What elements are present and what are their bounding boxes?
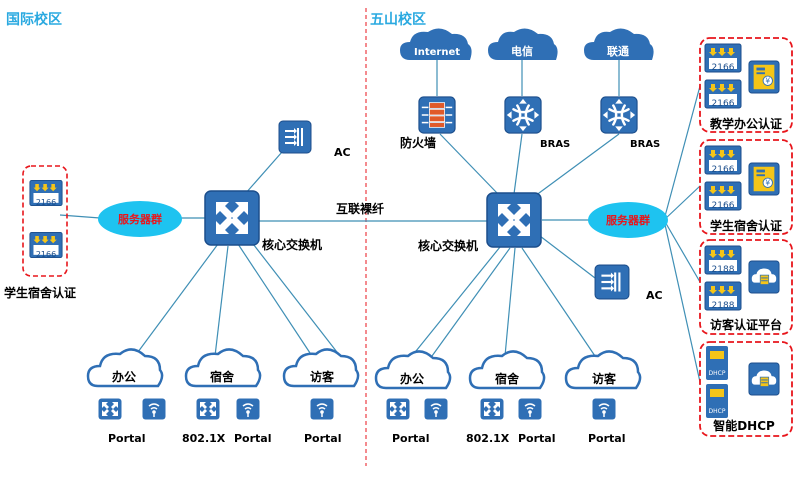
auth-system-dhcp: DHCP DHCP 智能DHCP bbox=[699, 341, 793, 437]
group-label: 办公 bbox=[112, 369, 136, 384]
intl-core-label: 核心交换机 bbox=[262, 237, 322, 252]
access-switch-icon bbox=[386, 398, 410, 420]
group-label: 宿舍 bbox=[495, 371, 520, 386]
unicom-cloud: 联通 bbox=[584, 28, 654, 60]
cloud-server-icon bbox=[748, 260, 780, 294]
wushan-server-group: 服务器群 bbox=[588, 202, 668, 238]
intl-ac-label: AC bbox=[334, 146, 351, 159]
interconnect-label: 互联裸纤 bbox=[336, 201, 384, 216]
wushan-group-dorm: 宿舍 802.1X Portal bbox=[466, 350, 556, 445]
internet-cloud: Internet bbox=[400, 28, 472, 60]
auth-label: Portal bbox=[392, 432, 430, 445]
server-badge: 2166 bbox=[712, 63, 735, 73]
intl-ac-icon bbox=[278, 120, 312, 154]
bras-label: BRAS bbox=[630, 139, 660, 150]
wushan-server-group-label: 服务器群 bbox=[606, 213, 650, 227]
intl-student-auth-title: 学生宿舍认证 bbox=[4, 285, 76, 300]
access-switch-icon bbox=[480, 398, 504, 420]
auth-label: Portal bbox=[588, 432, 626, 445]
server-badge: 2166 bbox=[36, 198, 56, 207]
firewall-label: 防火墙 bbox=[400, 135, 436, 150]
auth-system-teaching: 2166 2166 教学办公认证 bbox=[699, 37, 793, 133]
server-badge: 2166 bbox=[712, 99, 735, 109]
intl-group-visitor: 访客 Portal bbox=[282, 348, 360, 445]
wushan-ac-icon bbox=[594, 264, 630, 300]
auth-system-title: 学生宿舍认证 bbox=[710, 218, 782, 233]
router-icon bbox=[504, 96, 542, 134]
wireless-ap-icon bbox=[592, 398, 616, 420]
access-switch-icon bbox=[196, 398, 220, 420]
auth-label: Portal bbox=[108, 432, 146, 445]
intl-campus-label: 国际校区 bbox=[6, 11, 62, 28]
auth-system-title: 智能DHCP bbox=[712, 418, 775, 433]
auth-system-visitor: 2188 2188 访客认证平台 bbox=[699, 239, 793, 335]
group-label: 办公 bbox=[400, 371, 424, 386]
cloud-label: Internet bbox=[414, 47, 460, 58]
group-label: 宿舍 bbox=[210, 369, 235, 384]
server-badge: 2166 bbox=[712, 201, 735, 211]
wireless-ap-icon bbox=[142, 398, 166, 420]
firewall-icon bbox=[418, 96, 456, 134]
wushan-ac-label: AC bbox=[646, 289, 663, 302]
intl-student-auth-box: 2166 2166 bbox=[22, 165, 68, 277]
intl-core-switch-icon bbox=[204, 190, 260, 246]
auth-label: 802.1X bbox=[182, 432, 226, 445]
server-badge: 2188 bbox=[712, 301, 735, 311]
wushan-campus-label: 五山校区 bbox=[370, 11, 426, 28]
group-label: 访客 bbox=[592, 371, 617, 386]
server-badge: 2188 bbox=[712, 265, 735, 275]
wireless-ap-icon bbox=[518, 398, 542, 420]
server-badge: 2166 bbox=[712, 165, 735, 175]
access-switch-icon bbox=[98, 398, 122, 420]
intl-server-group-label: 服务器群 bbox=[118, 212, 162, 226]
intl-group-dorm: 宿舍 802.1X Portal bbox=[182, 348, 272, 445]
wireless-ap-icon bbox=[310, 398, 334, 420]
cloud-server-icon bbox=[748, 362, 780, 396]
wushan-group-office: 办公 Portal bbox=[374, 350, 452, 445]
wushan-core-label: 核心交换机 bbox=[418, 238, 478, 253]
auth-label: Portal bbox=[234, 432, 272, 445]
auth-label: Portal bbox=[518, 432, 556, 445]
intl-server-group: 服务器群 bbox=[98, 201, 182, 237]
cloud-label: 联通 bbox=[607, 44, 629, 58]
cloud-label: 电信 bbox=[511, 44, 533, 58]
server-badge: 2166 bbox=[36, 250, 56, 259]
auth-system-title: 教学办公认证 bbox=[709, 116, 782, 131]
auth-system-title: 访客认证平台 bbox=[710, 317, 782, 332]
intl-group-office: 办公 Portal bbox=[86, 348, 166, 445]
wireless-ap-icon bbox=[236, 398, 260, 420]
telecom-cloud: 电信 bbox=[488, 28, 558, 60]
auth-label: Portal bbox=[304, 432, 342, 445]
billing-icon bbox=[748, 60, 780, 94]
server-badge: DHCP bbox=[709, 370, 726, 377]
link-lines bbox=[59, 60, 701, 383]
server-badge: DHCP bbox=[709, 408, 726, 415]
bras-label: BRAS bbox=[540, 139, 570, 150]
router-icon bbox=[600, 96, 638, 134]
wireless-ap-icon bbox=[424, 398, 448, 420]
wushan-group-visitor: 访客 Portal bbox=[564, 350, 642, 445]
billing-icon bbox=[748, 162, 780, 196]
group-label: 访客 bbox=[310, 369, 335, 384]
wushan-core-switch-icon bbox=[486, 192, 542, 248]
auth-label: 802.1X bbox=[466, 432, 510, 445]
auth-system-student: 2166 2166 学生宿舍认证 bbox=[699, 139, 793, 235]
